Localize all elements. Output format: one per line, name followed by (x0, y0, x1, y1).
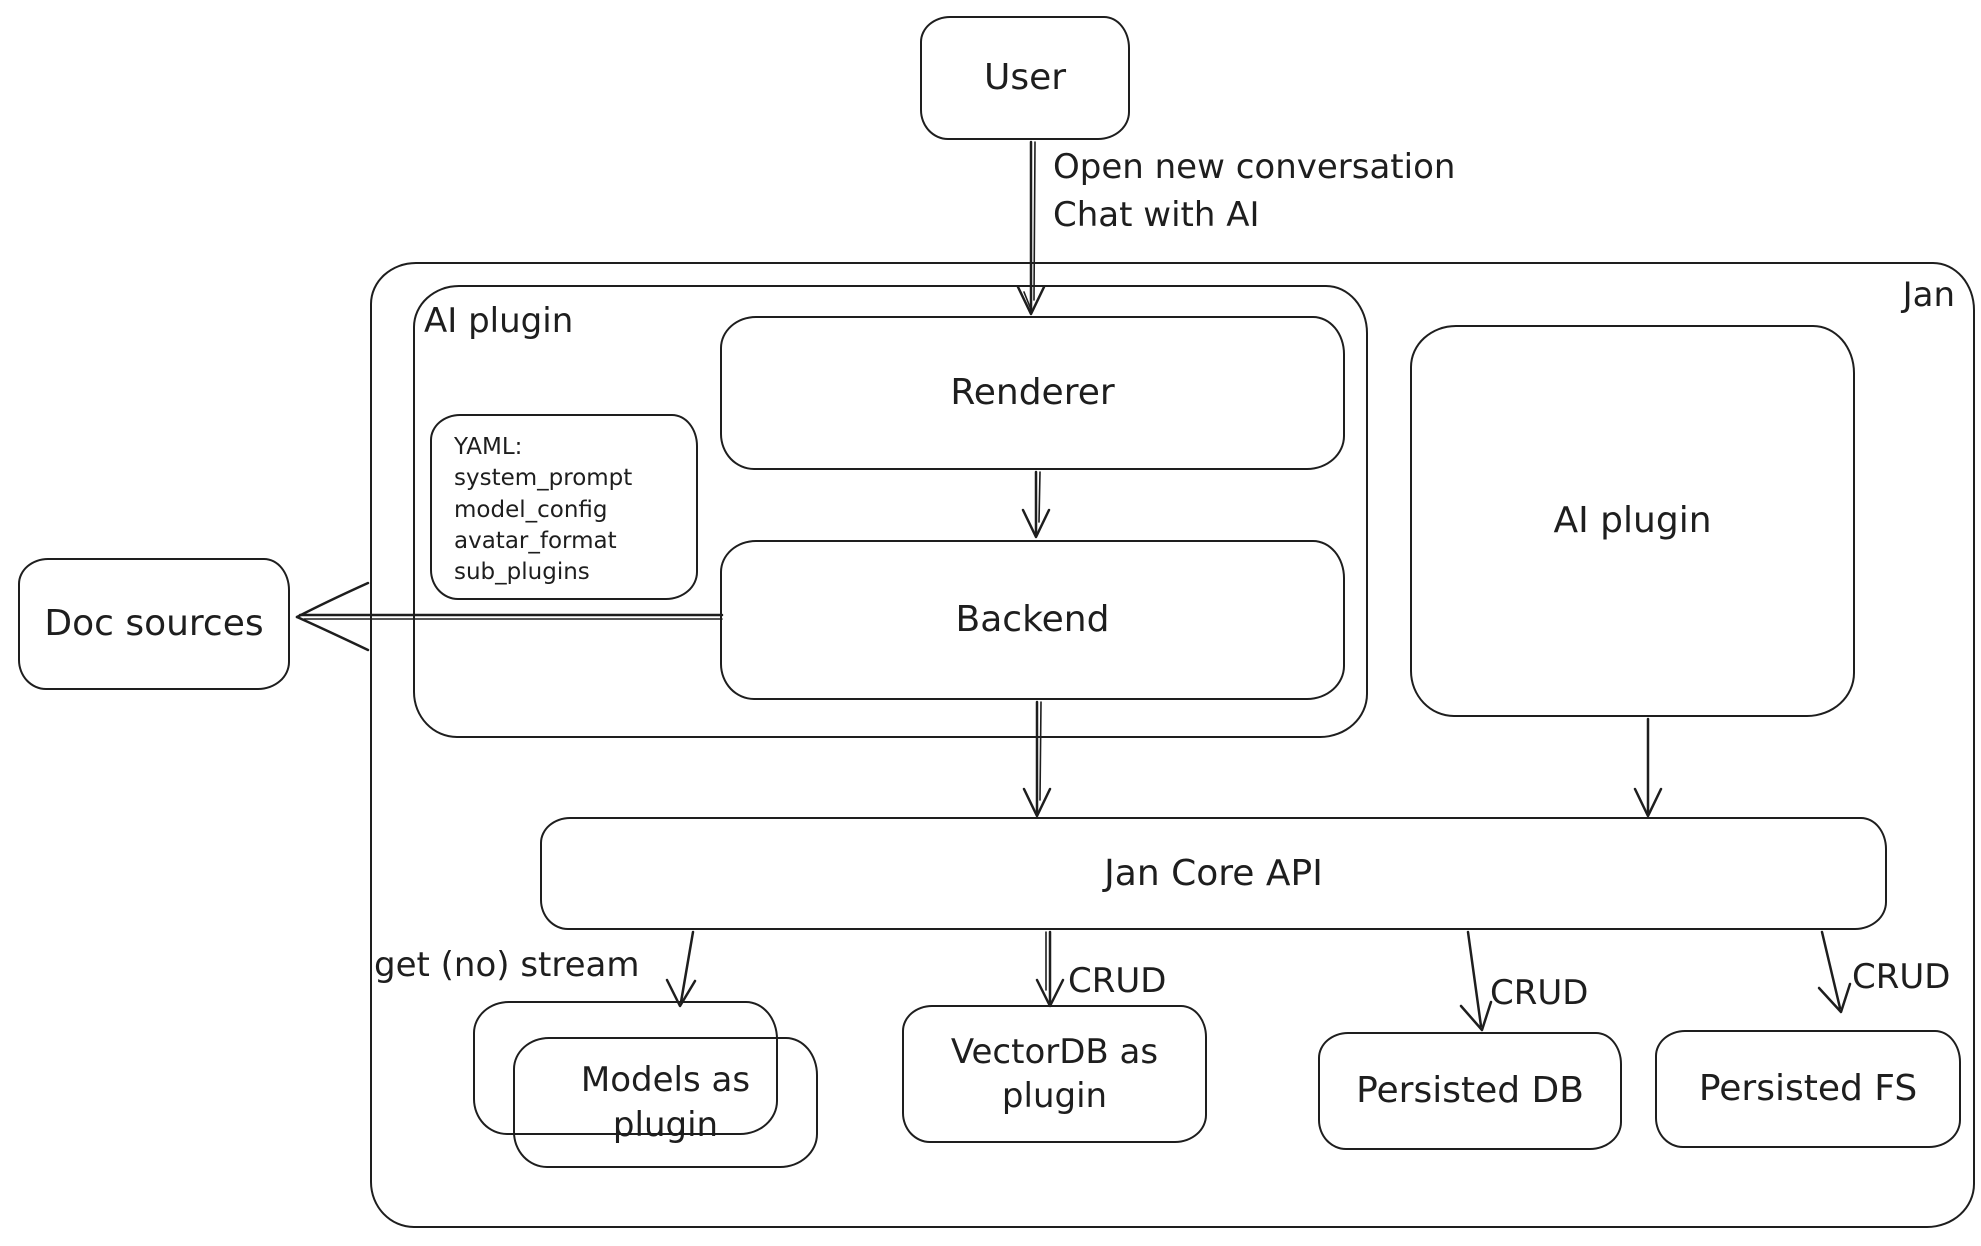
vectordb-label-line: VectorDB as (950, 1031, 1159, 1072)
models-as-plugin-label-line: Models as (580, 1060, 751, 1101)
user-node-label: User (983, 57, 1067, 99)
yaml-note-line: system_prompt (454, 465, 633, 492)
ai-plugin-node-label: AI plugin (1553, 500, 1712, 542)
edge-label-open-conversation: Open new conversation Chat with AI (1053, 144, 1455, 239)
edge-label-get-no-stream: get (no) stream (374, 945, 640, 985)
models-as-plugin-back-box (473, 1001, 778, 1135)
edge-label-crud-persisted-fs: CRUD (1852, 957, 1951, 997)
edge-label-crud-vectordb: CRUD (1068, 961, 1167, 1001)
yaml-note-line: model_config (454, 496, 608, 523)
doc-sources-node-label: Doc sources (44, 603, 264, 645)
vectordb-node: VectorDB as plugin (902, 1005, 1207, 1143)
edge-label-line: Chat with AI (1053, 194, 1260, 235)
doc-sources-node: Doc sources (18, 558, 290, 690)
yaml-note-line: avatar_format (454, 527, 617, 554)
yaml-note: YAML: system_prompt model_config avatar_… (430, 414, 698, 600)
edge-label-crud-persisted-db: CRUD (1490, 973, 1589, 1013)
user-node: User (920, 16, 1130, 140)
persisted-fs-node: Persisted FS (1655, 1030, 1961, 1148)
jan-core-api-node: Jan Core API (540, 817, 1887, 930)
models-as-plugin-node: Models as plugin (513, 1037, 818, 1168)
ai-plugin-container (413, 285, 1368, 738)
jan-container-label: Jan (1902, 275, 1955, 315)
renderer-node: Renderer (720, 316, 1345, 470)
ai-plugin-node: AI plugin (1410, 325, 1855, 717)
backend-node-label: Backend (955, 599, 1110, 641)
persisted-fs-label: Persisted FS (1698, 1068, 1918, 1110)
yaml-note-line: sub_plugins (454, 559, 590, 586)
backend-node: Backend (720, 540, 1345, 700)
persisted-db-node: Persisted DB (1318, 1032, 1622, 1150)
models-as-plugin-label-line: plugin (612, 1104, 719, 1145)
jan-container (370, 262, 1975, 1228)
edge-label-line: Open new conversation (1053, 147, 1456, 187)
renderer-node-label: Renderer (950, 372, 1115, 414)
jan-core-api-node-label: Jan Core API (1104, 852, 1323, 894)
yaml-note-line: YAML: (454, 434, 523, 460)
vectordb-label-line: plugin (1001, 1076, 1108, 1116)
persisted-db-label: Persisted DB (1356, 1070, 1584, 1112)
ai-plugin-container-label: AI plugin (424, 301, 574, 341)
